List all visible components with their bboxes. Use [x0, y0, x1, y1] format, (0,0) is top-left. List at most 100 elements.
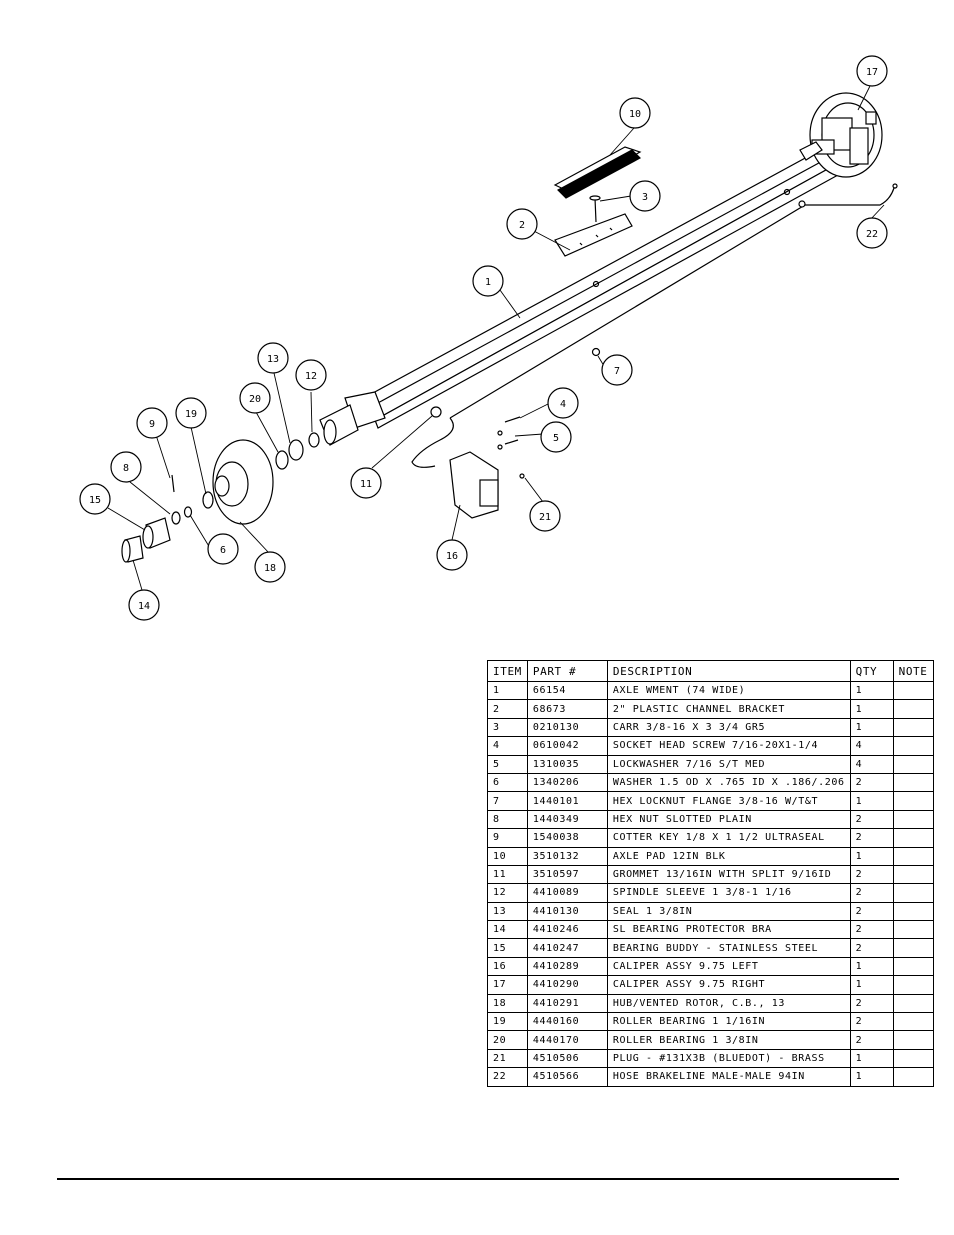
header-part-number: PART #: [526, 660, 608, 682]
description-cell: ROLLER BEARING 1 1/16IN: [606, 1012, 851, 1032]
item-cell: 22: [487, 1067, 528, 1087]
description-cell: CALIPER ASSY 9.75 RIGHT: [606, 975, 851, 995]
carriage-bolt: [589, 195, 601, 223]
qty-cell: 2: [849, 828, 894, 848]
description-cell: BEARING BUDDY - STAINLESS STEEL: [606, 938, 851, 958]
description-cell: CALIPER ASSY 9.75 LEFT: [606, 956, 851, 977]
qty-cell: 1: [849, 975, 894, 995]
description-cell: 2" PLASTIC CHANNEL BRACKET: [606, 699, 851, 719]
qty-cell: 2: [849, 883, 894, 903]
plastic-channel-bracket: [554, 213, 633, 257]
item-cell: 8: [487, 809, 528, 830]
item-cell: 3: [487, 717, 528, 738]
callout-9: 9: [136, 407, 168, 439]
brake-line: [411, 183, 898, 468]
part-number-cell: 1340206: [526, 772, 608, 793]
item-cell: 7: [487, 791, 528, 811]
cotter-key: [171, 474, 175, 493]
part-number-cell: 3510132: [526, 846, 608, 866]
part-number-cell: 4410290: [526, 975, 608, 995]
description-cell: SOCKET HEAD SCREW 7/16-20X1-1/4: [606, 736, 851, 756]
description-cell: HUB/VENTED ROTOR, C.B., 13: [606, 993, 851, 1014]
qty-cell: 2: [849, 772, 894, 793]
note-cell: [892, 717, 934, 738]
roller-bearing-large: [275, 450, 289, 470]
part-number-cell: 4440160: [526, 1012, 608, 1032]
qty-cell: 2: [849, 864, 894, 885]
socket-head-screws: [497, 416, 521, 450]
note-cell: [892, 1067, 934, 1087]
item-cell: 20: [487, 1030, 528, 1050]
left-caliper: [449, 451, 525, 519]
callout-bubbles: 1 2 3 4 5 6 7 8 9 10 11 12 13 14 15 16 1…: [79, 55, 888, 621]
note-cell: [892, 809, 934, 830]
qty-cell: 2: [849, 993, 894, 1014]
header-qty: QTY: [849, 660, 894, 682]
leader-lines: [107, 85, 885, 591]
description-cell: WASHER 1.5 OD X .765 ID X .186/.206: [606, 772, 851, 793]
right-hub-caliper-assembly: [799, 92, 883, 178]
item-cell: 9: [487, 828, 528, 848]
axle-pad: [553, 146, 642, 199]
description-cell: HEX NUT SLOTTED PLAIN: [606, 809, 851, 830]
bearing-buddy: [142, 517, 171, 549]
note-cell: [892, 846, 934, 866]
svg-text:12: 12: [305, 371, 317, 382]
item-cell: 21: [487, 1048, 528, 1069]
note-cell: [892, 791, 934, 811]
note-cell: [892, 699, 934, 719]
roller-bearing-small: [202, 491, 214, 509]
svg-text:20: 20: [249, 394, 261, 405]
part-number-cell: 3510597: [526, 864, 608, 885]
item-cell: 10: [487, 846, 528, 866]
svg-text:6: 6: [220, 545, 226, 556]
part-number-cell: 4410130: [526, 901, 608, 922]
part-number-cell: 4410289: [526, 956, 608, 977]
part-number-cell: 4510566: [526, 1067, 608, 1087]
item-cell: 17: [487, 975, 528, 995]
qty-cell: 2: [849, 1012, 894, 1032]
note-cell: [892, 736, 934, 756]
axle-tube: [359, 149, 839, 429]
callout-6: 6: [207, 533, 239, 565]
part-number-cell: 1440349: [526, 809, 608, 830]
description-cell: CARR 3/8-16 X 3 3/4 GR5: [606, 717, 851, 738]
note-cell: [892, 975, 934, 995]
item-cell: 5: [487, 754, 528, 774]
item-cell: 19: [487, 1012, 528, 1032]
callout-5: 5: [540, 421, 572, 453]
part-number-cell: 68673: [526, 699, 608, 719]
description-cell: COTTER KEY 1/8 X 1 1/2 ULTRASEAL: [606, 828, 851, 848]
note-cell: [892, 828, 934, 848]
part-number-cell: 66154: [526, 680, 608, 701]
callout-22: 22: [856, 217, 888, 249]
part-number-cell: 4410247: [526, 938, 608, 958]
description-cell: PLUG - #131X3B (BLUEDOT) - BRASS: [606, 1048, 851, 1069]
callout-2: 2: [506, 208, 538, 240]
description-cell: LOCKWASHER 7/16 S/T MED: [606, 754, 851, 774]
description-cell: ROLLER BEARING 1 3/8IN: [606, 1030, 851, 1050]
callout-4: 4: [547, 387, 579, 419]
header-description: DESCRIPTION: [606, 660, 851, 682]
qty-cell: 2: [849, 920, 894, 940]
callout-13: 13: [257, 342, 289, 374]
callout-7: 7: [601, 354, 633, 386]
table-header-row: ITEM PART # DESCRIPTION QTY NOTE: [487, 660, 934, 682]
item-cell: 1: [487, 680, 528, 701]
spindle-sleeve: [308, 432, 320, 448]
description-cell: SEAL 1 3/8IN: [606, 901, 851, 922]
